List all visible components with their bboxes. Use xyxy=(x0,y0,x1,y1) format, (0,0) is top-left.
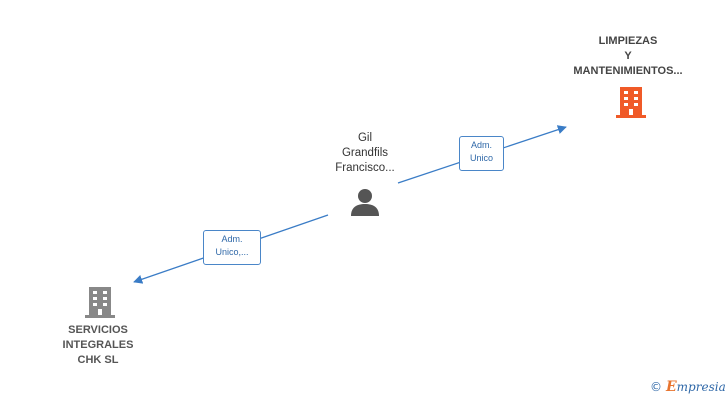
copyright-icon: © xyxy=(650,380,662,394)
watermark-initial: E xyxy=(666,379,677,395)
person-node-label[interactable]: Gil Grandfils Francisco... xyxy=(315,131,415,176)
empresia-watermark: © Empresia xyxy=(650,379,726,395)
company-name-line: INTEGRALES xyxy=(62,339,134,351)
company-node-servicios-label[interactable]: SERVICIOS INTEGRALES CHK SL xyxy=(38,323,158,368)
edge-label-line: Unico,... xyxy=(215,247,249,257)
edge-label-adm-unico-more[interactable]: Adm. Unico,... xyxy=(203,230,261,265)
building-icon[interactable] xyxy=(615,85,647,119)
edge-label-line: Adm. xyxy=(221,234,243,244)
person-name-line: Francisco... xyxy=(335,162,395,174)
person-name-line: Gil xyxy=(357,132,373,144)
person-name-line: Grandfils xyxy=(341,147,389,159)
company-node-limpiezas-label[interactable]: LIMPIEZAS Y MANTENIMIENTOS... xyxy=(548,34,708,79)
company-name-line: CHK SL xyxy=(77,354,119,366)
company-name-line: MANTENIMIENTOS... xyxy=(573,65,683,77)
watermark-text: mpresia xyxy=(676,380,726,394)
building-icon[interactable] xyxy=(84,285,116,319)
company-name-line: LIMPIEZAS xyxy=(598,35,658,47)
company-name-line: Y xyxy=(624,50,632,62)
person-icon[interactable] xyxy=(350,187,380,217)
company-name-line: SERVICIOS xyxy=(68,324,128,336)
edge-label-line: Adm. xyxy=(470,140,492,150)
edge-label-line: Unico xyxy=(469,153,493,163)
edge-label-adm-unico[interactable]: Adm. Unico xyxy=(459,136,504,171)
